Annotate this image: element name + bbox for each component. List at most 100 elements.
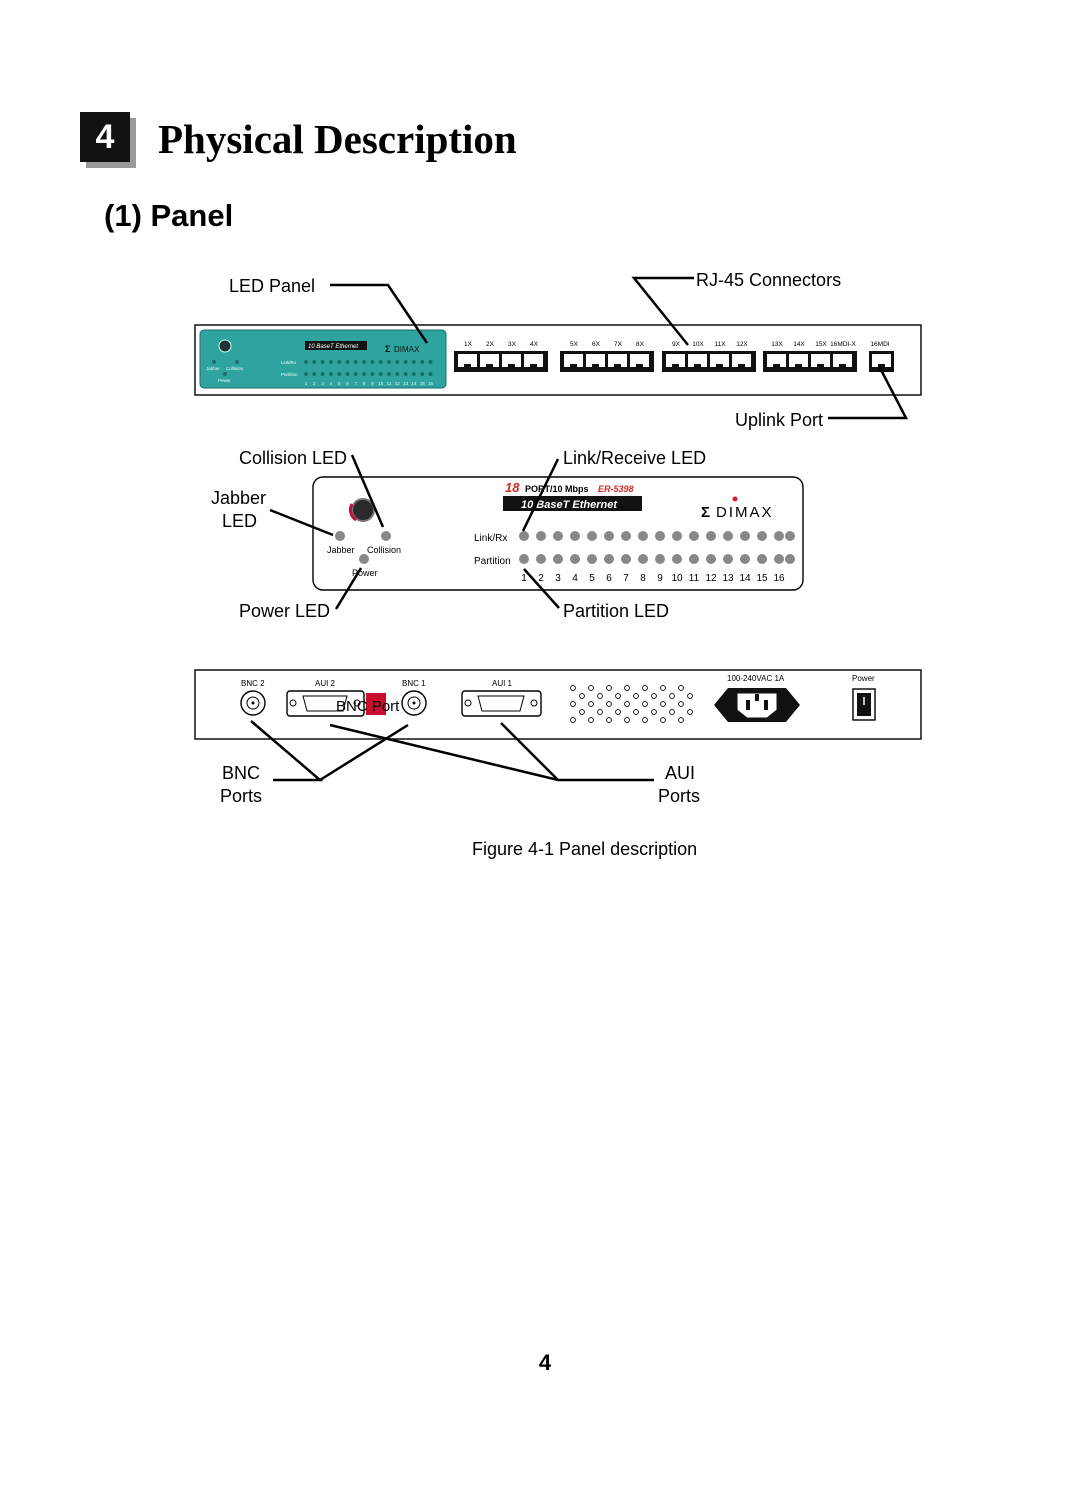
mini-banner [305, 341, 367, 350]
voltage-label: 100-240VAC 1A [727, 674, 785, 683]
rj45-port-icon[interactable] [710, 354, 729, 367]
partition-led [757, 554, 767, 564]
rj45-port-icon[interactable] [524, 354, 543, 367]
vent-hole [669, 709, 675, 715]
link-led [706, 531, 716, 541]
mini-collision-label: Collision [226, 366, 244, 371]
rj45-port-icon[interactable] [833, 354, 852, 367]
vent-hole [633, 693, 639, 699]
rj45-port-icon[interactable] [586, 354, 605, 367]
rj45-label: 7X [614, 341, 623, 348]
port-number: 9 [657, 573, 663, 584]
led-panel-line [330, 283, 429, 344]
partition-led-callout: Partition LED [563, 601, 670, 621]
vent-hole [678, 717, 684, 723]
aui1-label: AUI 1 [492, 679, 513, 688]
mini-port-number: 5 [338, 381, 341, 386]
rj45-port-icon[interactable] [789, 354, 808, 367]
mini-partition-led [411, 372, 416, 376]
uplink-callout: Uplink Port [735, 410, 824, 430]
mini-port-number: 9 [371, 381, 374, 386]
front-panel: 10 BaseT Ethernet DIMAX Σ Jabber Collisi… [194, 324, 922, 396]
vent-hole [588, 685, 594, 691]
aui2-label: AUI 2 [315, 679, 336, 688]
mini-partition-led [387, 372, 391, 376]
rj45-port-icon[interactable] [480, 354, 499, 367]
link-led [570, 531, 580, 541]
mini-partition-led [345, 372, 350, 376]
bnc2-label: BNC 2 [241, 679, 265, 688]
link-led [553, 531, 563, 541]
rj45-label: 9X [672, 341, 681, 348]
vent-hole [615, 709, 621, 715]
link-led [774, 531, 784, 541]
partition-led [570, 554, 580, 564]
rj45-port-icon[interactable] [564, 354, 583, 367]
mini-link-led [428, 360, 433, 364]
vent-hole [588, 717, 594, 723]
link-led [536, 531, 546, 541]
link-led [621, 531, 631, 541]
port-number: 10 [671, 573, 683, 584]
rj45-port-icon[interactable] [767, 354, 786, 367]
rj45-port-icon[interactable] [608, 354, 627, 367]
rj45-label: 6X [592, 341, 601, 348]
vent-hole [660, 701, 666, 707]
vent-hole [642, 685, 648, 691]
port-number: 4 [572, 573, 578, 584]
vent-hole [606, 685, 612, 691]
partition-led [689, 554, 699, 564]
rj45-label: 10X [692, 341, 704, 348]
aui1-dshell [477, 695, 525, 712]
mini-port-number: 12 [395, 381, 401, 386]
mini-link-led [387, 360, 391, 364]
partition-led [740, 554, 750, 564]
partition-led [672, 554, 682, 564]
brand-dot [732, 496, 738, 502]
vent-hole [651, 709, 657, 715]
mini-port-number: 2 [313, 381, 316, 386]
vent-hole [606, 717, 612, 723]
rj45-callout: RJ-45 Connectors [696, 270, 842, 290]
link-led [604, 531, 614, 541]
rj45-port-icon[interactable] [688, 354, 707, 367]
aui-line-b [500, 722, 559, 781]
mini-power-knob [218, 339, 232, 353]
vent-hole [597, 709, 603, 715]
chapter-number: 4 [80, 112, 130, 162]
rj45-port-icon[interactable] [666, 354, 685, 367]
rj45-label: 13X [771, 341, 783, 348]
rj45-port-icon[interactable] [811, 354, 830, 367]
bnc-callout: BNC [222, 763, 261, 783]
rj45-label: 16MDI-X [830, 341, 856, 348]
port-number: 12 [705, 573, 717, 584]
mini-port-number: 4 [330, 381, 333, 386]
power-led [359, 554, 369, 564]
collision-line [350, 454, 385, 528]
link-led [587, 531, 597, 541]
vent-hole [579, 709, 585, 715]
rj45-port-icon[interactable] [630, 354, 649, 367]
partition-label: Partition [474, 556, 511, 567]
rj45-port-icon[interactable] [502, 354, 521, 367]
rj45-line [631, 276, 694, 346]
mini-partition-led [378, 372, 383, 376]
vent-hole [624, 701, 630, 707]
mini-partition-label: Partition [281, 372, 298, 377]
mini-port-number: 8 [363, 381, 366, 386]
jabber-callout-2: LED [222, 511, 258, 531]
mini-port-number: 10 [378, 381, 384, 386]
mini-partition-led [420, 372, 425, 376]
rj45-ports [454, 351, 894, 372]
mini-partition-led [320, 372, 325, 376]
rj45-port-icon[interactable] [458, 354, 477, 367]
port-number: 5 [589, 573, 595, 584]
chapter-title: Physical Description [158, 116, 517, 162]
link-led [655, 531, 665, 541]
rj45-port-icon[interactable] [732, 354, 751, 367]
power-knob-icon [351, 498, 375, 522]
mini-collision-led [235, 360, 239, 364]
power-line [334, 567, 363, 610]
port-number: 13 [722, 573, 734, 584]
